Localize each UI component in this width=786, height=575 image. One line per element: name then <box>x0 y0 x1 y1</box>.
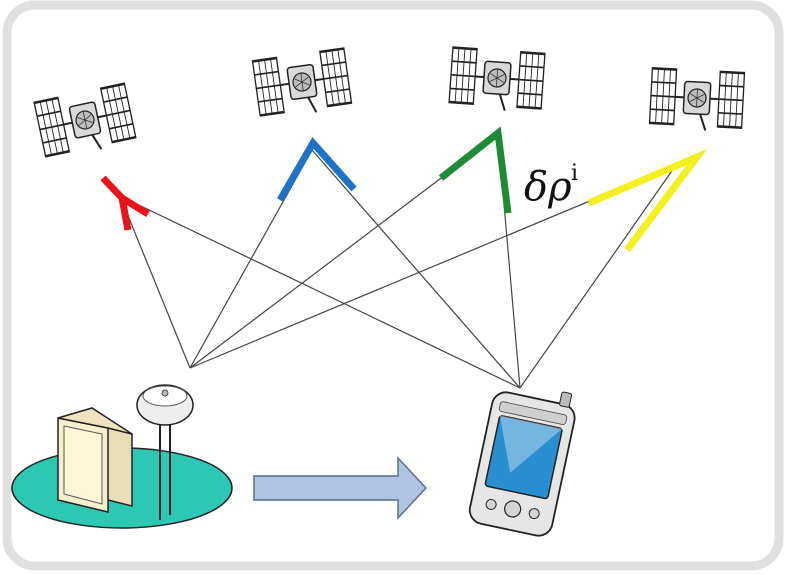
right-arrow-icon <box>253 456 428 520</box>
correction-symbol-superscript: i <box>571 161 578 186</box>
handheld-device-icon <box>468 391 576 537</box>
correction-marker-blue <box>276 137 357 202</box>
gnss-antenna-icon <box>136 384 194 520</box>
correction-marker-green <box>438 126 512 214</box>
correction-marker-red <box>100 175 150 231</box>
correction-symbol: δρ <box>524 164 572 210</box>
correction-marker-yellow <box>587 148 708 253</box>
reference-station-icon <box>11 407 233 529</box>
